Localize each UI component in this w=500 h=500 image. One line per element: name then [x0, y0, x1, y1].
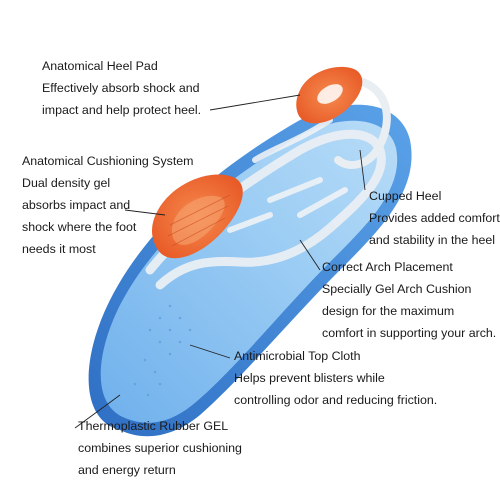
- callout-top-cloth-title: Antimicrobial Top Cloth: [234, 349, 361, 363]
- forefoot-gel-pad: [152, 174, 243, 259]
- callout-cushioning-title: Anatomical Cushioning System: [22, 154, 194, 168]
- callout-heel-pad-title: Anatomical Heel Pad: [42, 59, 158, 73]
- callout-cupped-heel: Cupped Heel Provides added comfort and s…: [369, 185, 500, 251]
- callout-top-cloth: Antimicrobial Top Cloth Helps prevent bl…: [234, 345, 437, 411]
- leader-heel-pad: [209, 94, 301, 111]
- callout-arch-title: Correct Arch Placement: [322, 260, 453, 274]
- callout-rubber-gel: Thermoplastic Rubber GEL combines superi…: [78, 415, 242, 481]
- leader-cushioning: [124, 209, 166, 216]
- callout-heel-pad: Anatomical Heel Pad Effectively absorb s…: [42, 55, 201, 121]
- perforation-dots: [133, 304, 192, 397]
- leader-cupped-heel: [359, 149, 366, 191]
- leader-rubber-gel: [74, 394, 121, 429]
- arch-frame: [145, 129, 386, 290]
- heel-cup: [334, 76, 391, 169]
- callout-cupped-heel-title: Cupped Heel: [369, 189, 442, 203]
- leader-top-cloth: [189, 344, 231, 359]
- callout-arch: Correct Arch Placement Specially Gel Arc…: [322, 256, 496, 344]
- callout-cushioning: Anatomical Cushioning System Dual densit…: [22, 150, 194, 260]
- insole-top-layer: [100, 120, 398, 423]
- leader-arch: [299, 239, 321, 271]
- callout-rubber-gel-title: Thermoplastic Rubber GEL: [78, 419, 229, 433]
- heel-gel-pad: [296, 66, 363, 124]
